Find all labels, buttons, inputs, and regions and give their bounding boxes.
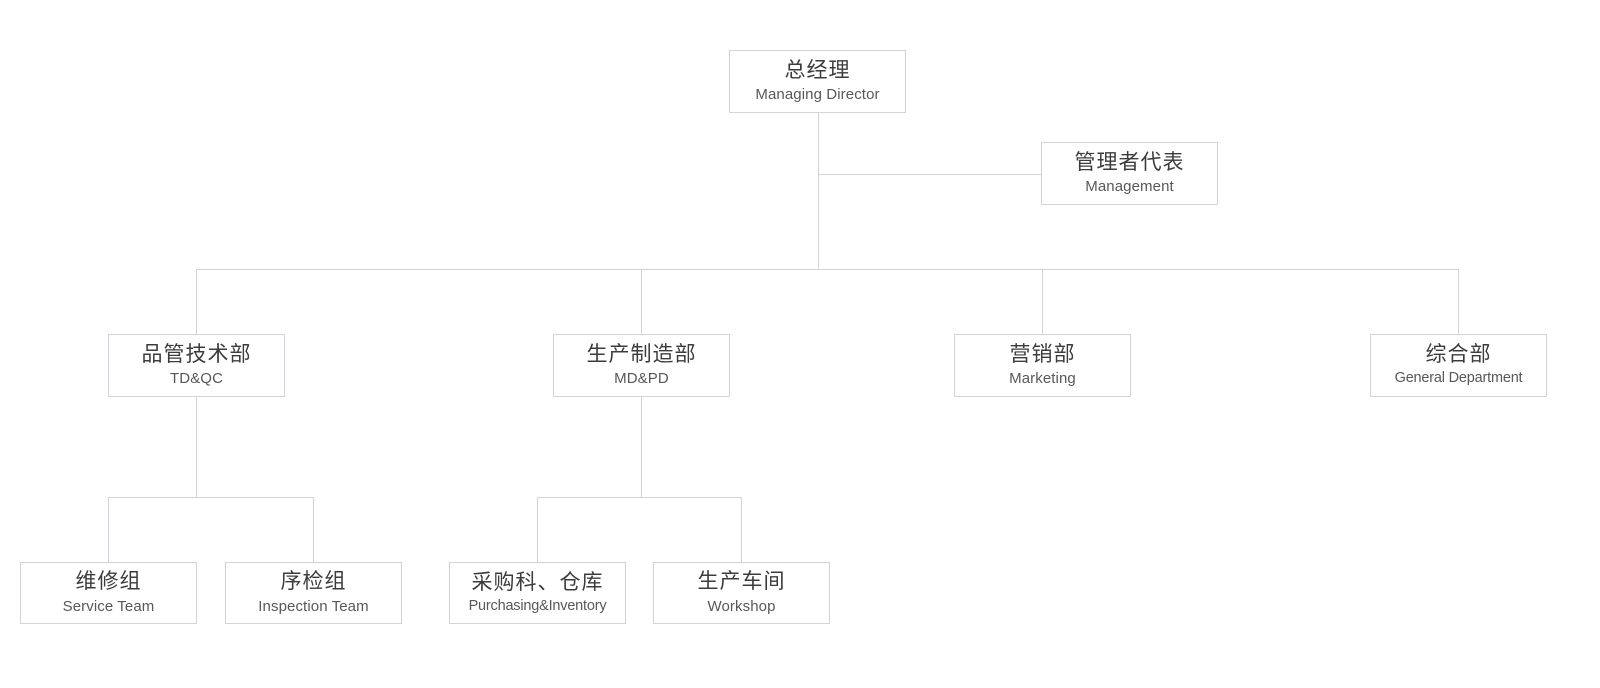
connector-production-bar: [537, 497, 742, 498]
node-label-en: Managing Director: [755, 86, 880, 104]
node-general-department[interactable]: 综合部 General Department: [1370, 334, 1547, 397]
node-label-en: Purchasing&Inventory: [468, 597, 607, 614]
node-management-representative[interactable]: 管理者代表 Management: [1041, 142, 1218, 205]
connector-quality-tech-bar: [108, 497, 314, 498]
connector-drop-purchasing: [537, 497, 538, 563]
node-label-en: Management: [1085, 178, 1174, 196]
node-service-team[interactable]: 维修组 Service Team: [20, 562, 197, 624]
connector-drop-quality-tech: [196, 269, 197, 335]
node-label-cn: 生产制造部: [586, 342, 697, 366]
connector-drop-inspection-team: [313, 497, 314, 563]
connector-level2-bar: [196, 269, 1459, 270]
connector-quality-tech-spine: [196, 397, 197, 498]
node-label-cn: 综合部: [1425, 343, 1492, 367]
connector-drop-marketing: [1042, 269, 1043, 335]
node-inspection-team[interactable]: 序检组 Inspection Team: [225, 562, 402, 624]
node-label-cn: 采购科、仓库: [471, 570, 604, 594]
node-label-en: Marketing: [1009, 370, 1076, 388]
node-label-en: General Department: [1394, 370, 1523, 387]
connector-md-spine: [818, 113, 819, 270]
connector-management-branch: [818, 174, 1042, 175]
node-label-cn: 管理者代表: [1074, 150, 1185, 174]
node-quality-technology-department[interactable]: 品管技术部 TD&QC: [108, 334, 285, 397]
node-production-manufacturing-department[interactable]: 生产制造部 MD&PD: [553, 334, 730, 397]
node-label-en: TD&QC: [170, 370, 223, 388]
node-label-cn: 生产车间: [697, 570, 786, 594]
node-marketing-department[interactable]: 营销部 Marketing: [954, 334, 1131, 397]
node-label-cn: 营销部: [1009, 342, 1076, 366]
node-workshop[interactable]: 生产车间 Workshop: [653, 562, 830, 624]
node-label-cn: 序检组: [280, 570, 347, 594]
node-label-cn: 维修组: [75, 570, 142, 594]
node-purchasing-inventory[interactable]: 采购科、仓库 Purchasing&Inventory: [449, 562, 626, 624]
node-managing-director[interactable]: 总经理 Managing Director: [729, 50, 906, 113]
node-label-en: MD&PD: [614, 370, 669, 388]
connector-drop-production: [641, 269, 642, 335]
node-label-cn: 品管技术部: [141, 342, 252, 366]
node-label-en: Inspection Team: [258, 597, 369, 615]
node-label-en: Service Team: [62, 597, 155, 615]
node-label-cn: 总经理: [784, 58, 851, 82]
connector-drop-general: [1458, 269, 1459, 335]
node-label-en: Workshop: [707, 597, 776, 615]
connector-drop-workshop: [741, 497, 742, 563]
connector-production-spine: [641, 397, 642, 498]
connector-drop-service-team: [108, 497, 109, 563]
